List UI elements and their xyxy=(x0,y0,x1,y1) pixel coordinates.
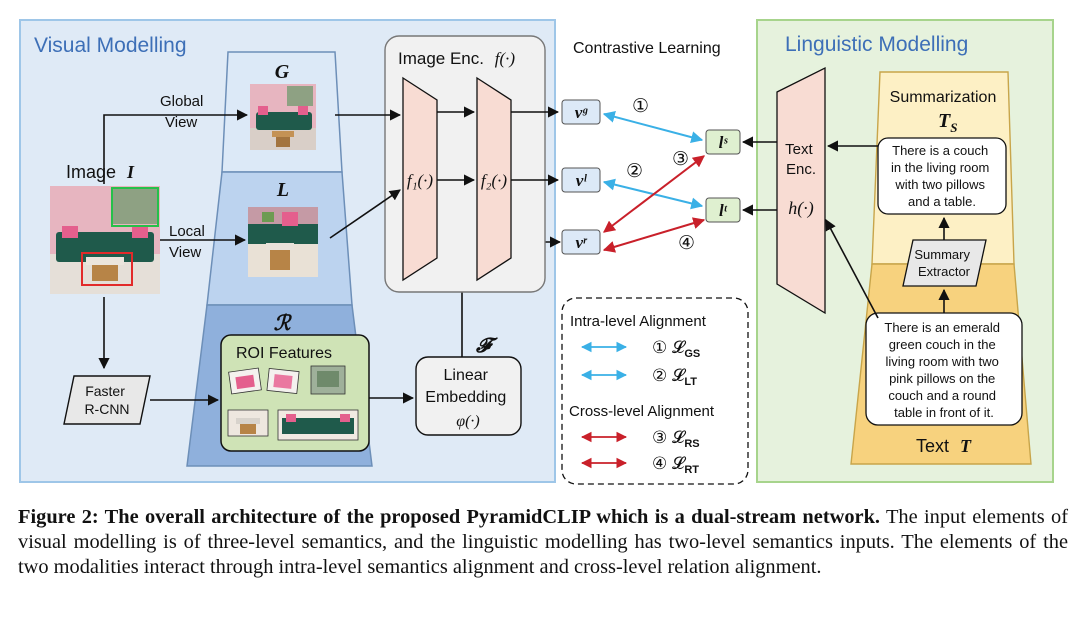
text-encoder xyxy=(776,66,826,315)
num-2: ② xyxy=(626,161,643,182)
full-text-box xyxy=(865,312,1023,426)
f1-encoder xyxy=(402,76,438,282)
local-view-label: Local View xyxy=(169,223,209,261)
arrow-text-to-encoder xyxy=(825,219,879,319)
text-encoder-fn: h(·) xyxy=(788,198,814,219)
level-G-symbol: G xyxy=(275,61,290,83)
legend-rs: ③ 𝓛RS xyxy=(652,428,700,450)
num-3: ③ xyxy=(672,149,689,170)
roi-features-label: ROI Features xyxy=(236,345,332,362)
summary-text-box xyxy=(877,137,1007,215)
text-encoder-label: Text Enc. xyxy=(785,141,817,178)
linear-embedding-label: Linear Embedding φ(·) xyxy=(425,367,510,430)
num-1: ① xyxy=(632,96,649,117)
architecture-diagram: Visual Modelling G L ℛ ROI Features xyxy=(19,19,1054,485)
caption-rest: The input elements of visual modelling i… xyxy=(18,506,1068,578)
alignment-arrow-1 xyxy=(602,110,704,144)
svg-text:vˡ: vˡ xyxy=(576,171,588,190)
input-image xyxy=(50,186,160,294)
svg-text:vʳ: vʳ xyxy=(575,233,588,252)
vg-node: vᵍ xyxy=(561,99,601,125)
legend-intra-title: Intra-level Alignment xyxy=(570,313,707,330)
svg-text:lˢ: lˢ xyxy=(719,133,729,152)
global-view-label: Global View xyxy=(160,93,208,131)
summary-extractor-box xyxy=(902,239,987,287)
figure-caption: Figure 2: The overall architecture of th… xyxy=(18,505,1068,580)
lt-node: lᵗ xyxy=(705,197,741,223)
f1-label: f₁(·) xyxy=(407,171,434,190)
caption-bold: Figure 2: The overall architecture of th… xyxy=(18,506,881,528)
visual-modelling-title: Visual Modelling xyxy=(34,34,187,57)
linguistic-modelling-title: Linguistic Modelling xyxy=(785,33,968,56)
faster-rcnn-label: Faster R-CNN xyxy=(84,383,129,417)
num-4: ④ xyxy=(678,233,695,254)
ls-node: lˢ xyxy=(705,129,741,155)
f2-label: f₂(·) xyxy=(481,171,508,190)
vr-node: vʳ xyxy=(561,229,601,255)
level-L-symbol: L xyxy=(276,179,289,201)
faster-rcnn-box xyxy=(63,375,151,425)
legend-lt: ② 𝓛LT xyxy=(652,366,697,388)
level-R-symbol: ℛ xyxy=(274,311,293,335)
legend-gs: ① 𝓛GS xyxy=(652,338,700,360)
summarization-label: Summarization xyxy=(890,89,997,106)
image-encoder-label: Image Enc. f(·) xyxy=(398,49,515,68)
summary-text: There is a couch in the living room with… xyxy=(891,143,993,209)
legend-cross-title: Cross-level Alignment xyxy=(569,403,715,420)
legend-rt: ④ 𝓛RT xyxy=(652,454,699,476)
alignment-arrow-4 xyxy=(602,217,706,253)
vl-node: vˡ xyxy=(561,167,601,193)
arrow-image-to-global xyxy=(103,109,249,184)
f2-encoder xyxy=(476,76,512,282)
local-view-image xyxy=(248,207,318,277)
summary-extractor-label: Summary Extractor xyxy=(914,247,973,279)
contrastive-learning-title: Contrastive Learning xyxy=(573,40,721,57)
full-text: There is an emerald green couch in the l… xyxy=(884,320,1003,420)
roi-crops xyxy=(227,365,359,441)
arrow-local-to-f1 xyxy=(329,189,401,239)
svg-text:lᵗ: lᵗ xyxy=(719,201,728,220)
global-view-image xyxy=(250,84,316,150)
ts-symbol: TS xyxy=(938,110,957,135)
linear-embedding-box xyxy=(415,356,522,436)
text-label: Text T xyxy=(916,436,972,456)
svg-text:vᵍ: vᵍ xyxy=(575,103,589,122)
